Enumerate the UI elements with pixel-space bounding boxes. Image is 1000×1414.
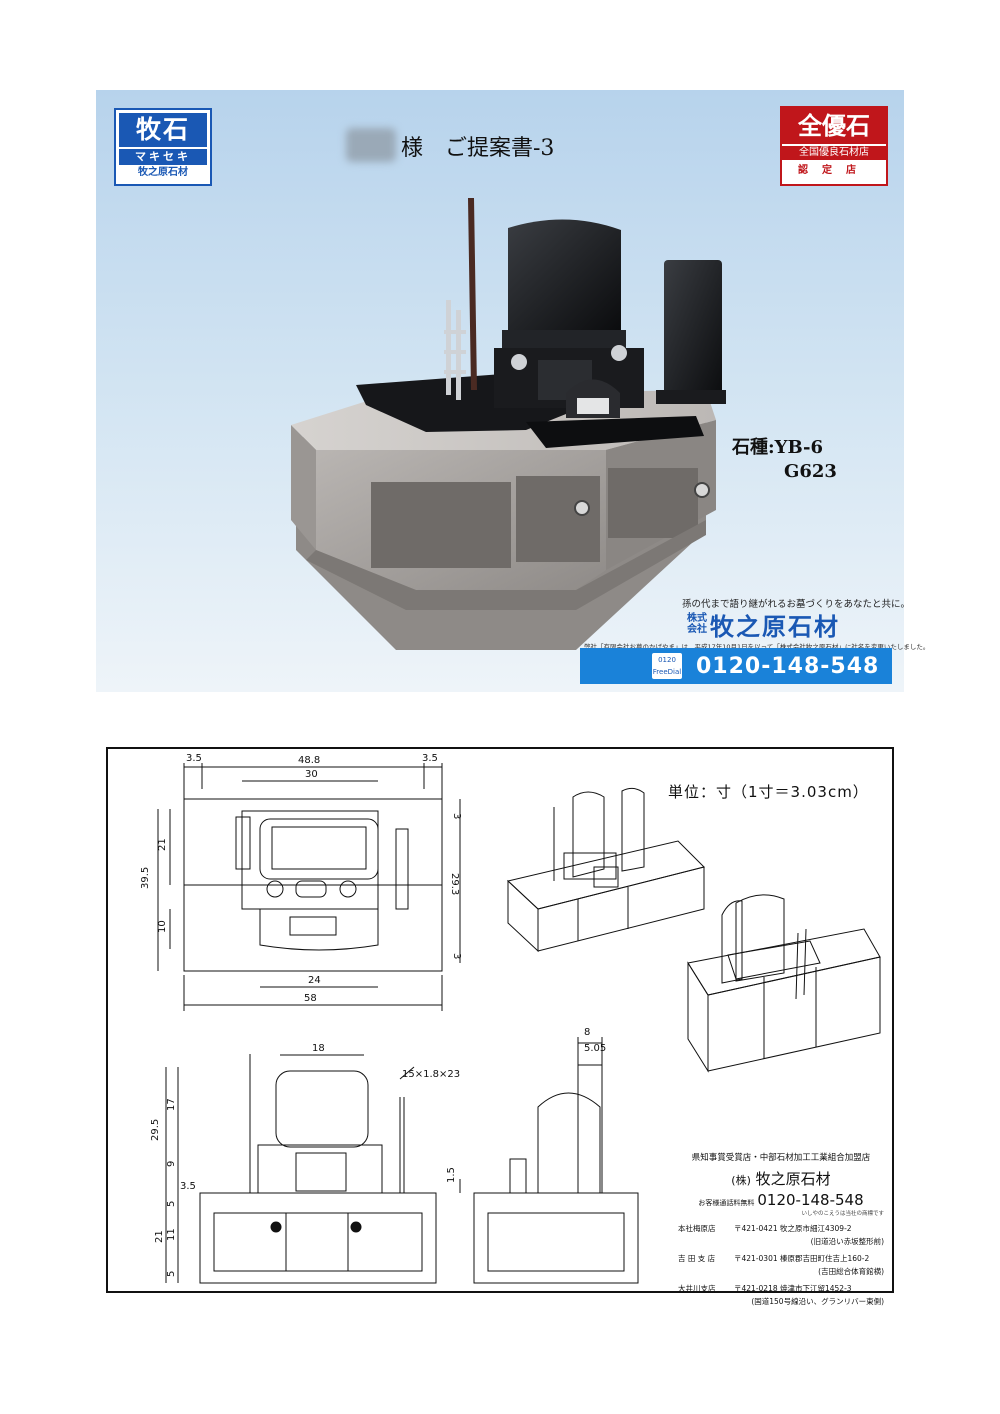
proposal-title: 様 ご提案書-3 [401, 136, 555, 161]
dim-front-base-bottom: 5 [166, 1271, 177, 1277]
branch-address: 〒421-0218 焼津市下江留1452-3 [734, 1284, 852, 1293]
zenyuseki-logo-sub: 全国優良石材店 [782, 146, 886, 160]
branch-note: (国道150号線沿い、グランリバー東側) [751, 1297, 884, 1306]
branch-row: 大井川支店 〒421-0218 焼津市下江留1452-3 [678, 1283, 884, 1294]
info-phone-fineprint: いしやのこえうは当社の商標です [801, 1211, 884, 1217]
main-monument [508, 219, 621, 330]
company-info-block: 県知事賞受賞店・中部石材加工工業組合加盟店 (株) 牧之原石材 お客様通話料無料… [678, 1151, 884, 1307]
info-company: (株) 牧之原石材 [678, 1168, 884, 1189]
dim-plan-total-width: 58 [304, 993, 317, 1004]
company-prefix: 株式会社 [687, 613, 707, 635]
stone-type-label: 石種:YB-6 G623 [732, 436, 837, 484]
technical-drawing: 3.5 48.8 30 3.5 39.5 21 10 3 29.3 3 24 5… [106, 747, 894, 1306]
dim-plan-right-top: 3 [451, 813, 462, 819]
dim-plan-depth-upper: 21 [157, 838, 168, 851]
company-name: 牧之原石材 [710, 612, 840, 641]
front-panel-center [516, 476, 600, 562]
zenyuseki-logo-main: 全優石 [782, 108, 886, 144]
rename-notice: 弊社「有限会社お墓のかげやま」は、平成17年10月1日を以って「株式会社牧之原石… [584, 643, 930, 651]
dim-side-top-width: 8 [584, 1027, 590, 1038]
proposal-panel: 牧石 マキセキ 牧之原石材 様 ご提案書-3 全優石 全国優良石材店 認定店 [96, 90, 930, 692]
zenyuseki-logo-cert: 認定店 [798, 165, 870, 176]
redacted-customer-name [346, 128, 396, 162]
grave-render-image [291, 197, 726, 650]
dim-front-height-small: 3.5 [180, 1181, 196, 1192]
side-elevation-base [473, 1192, 639, 1284]
dim-side-top-offset: 5.05 [584, 1043, 606, 1054]
association-text: 県知事賞受賞店・中部石材加工工業組合加盟店 [691, 1153, 871, 1163]
dim-front-base-total: 21 [154, 1230, 165, 1243]
drawing-canvas: 3.5 48.8 30 3.5 39.5 21 10 3 29.3 3 24 5… [140, 753, 881, 1284]
info-phone-row: お客様通話料無料 0120-148-548 [678, 1191, 884, 1209]
info-phone[interactable]: 0120-148-548 [757, 1191, 864, 1209]
phone-number[interactable]: 0120-148-548 [696, 653, 880, 679]
makiseki-logo-corp: 牧之原石材 [138, 167, 188, 178]
unit-label: 単位：寸（1寸＝3.03cm） [668, 783, 869, 801]
dim-front-top-width: 18 [312, 1043, 325, 1054]
drain-knob-right [694, 482, 710, 498]
front-elevation-base [199, 1192, 437, 1284]
branch-name: 吉 田 支 店 [678, 1254, 716, 1263]
dim-plan-right-mid: 29.3 [449, 873, 460, 895]
makiseki-logo-kana: マキセキ [119, 149, 207, 165]
freedial-icon: 0120 FreeDial [652, 653, 682, 679]
dim-front-height-total: 29.5 [150, 1119, 161, 1141]
dim-front-height-mid: 9 [166, 1161, 177, 1167]
dim-plan-left-margin: 3.5 [186, 753, 202, 764]
branch-address: 〒421-0421 牧之原市細江4309-2 [734, 1224, 852, 1233]
stone-type-line1: 石種:YB-6 [732, 437, 824, 458]
zenyuseki-logo: 全優石 全国優良石材店 認定店 [780, 106, 888, 186]
dim-front-base-mid: 11 [166, 1228, 177, 1241]
front-panel-left [371, 482, 511, 568]
drain-knob-left [574, 500, 590, 516]
dim-plan-total-depth: 39.5 [140, 867, 151, 889]
iso-view-back [687, 894, 881, 1073]
dim-plan-overall-width: 48.8 [298, 755, 320, 766]
makiseki-logo: 牧石 マキセキ 牧之原石材 [114, 108, 212, 186]
dim-stupa-spec: 15×1.8×23 [402, 1069, 460, 1080]
info-company-name: 牧之原石材 [755, 1170, 831, 1188]
branch-note: (旧道沿い赤坂整形前) [810, 1237, 884, 1246]
dim-front-base-upper: 5 [166, 1201, 177, 1207]
front-panel-right [608, 468, 698, 538]
makiseki-logo-main: 牧石 [119, 113, 207, 147]
company-tagline: 孫の代まで語り継がれるお墓づくりをあなたと共に。 [682, 599, 911, 610]
iso-view-front [506, 787, 705, 953]
branch-name: 本社梅原店 [678, 1224, 716, 1233]
dim-plan-depth-lower: 10 [157, 920, 168, 933]
dim-plan-inner-width: 30 [305, 769, 318, 780]
branch-address: 〒421-0301 榛原郡吉田町住吉上160-2 [734, 1254, 870, 1263]
freedial-bottom: FreeDial [652, 668, 682, 676]
freedial-top: 0120 [658, 656, 676, 664]
phone-banner: 0120 FreeDial 0120-148-548 [580, 648, 892, 684]
stone-type-line2: G623 [784, 461, 837, 482]
branch-name: 大井川支店 [678, 1284, 716, 1293]
dim-front-height-top: 17 [166, 1098, 177, 1111]
dim-plan-right-bottom: 3 [451, 953, 462, 959]
dim-plan-right-margin: 3.5 [422, 753, 438, 764]
dim-side-small-height: 1.5 [446, 1167, 457, 1183]
branch-row: 本社梅原店 〒421-0421 牧之原市細江4309-2 [678, 1223, 884, 1234]
branch-row: 吉 田 支 店 〒421-0301 榛原郡吉田町住吉上160-2 [678, 1253, 884, 1264]
info-phone-label: お客様通話料無料 [698, 1199, 755, 1207]
company-banner: 株式会社 牧之原石材 [684, 611, 896, 641]
side-monument [664, 260, 722, 400]
dim-plan-lower-width: 24 [308, 975, 321, 986]
info-company-kabu: (株) [731, 1174, 751, 1187]
branch-note: (吉田総合体育館横) [818, 1267, 884, 1276]
